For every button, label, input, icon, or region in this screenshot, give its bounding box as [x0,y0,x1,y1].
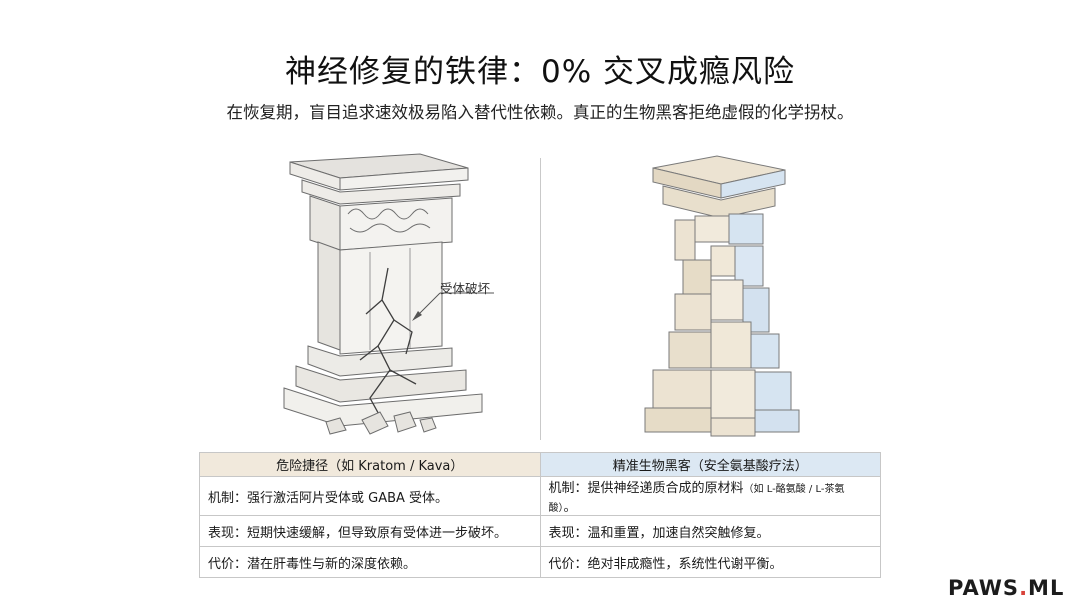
table-header-row: 危险捷径（如 Kratom / Kava） 精准生物黑客（安全氨基酸疗法） [199,452,882,477]
brand-name: PAWS [948,576,1020,600]
comparison-table: 危险捷径（如 Kratom / Kava） 精准生物黑客（安全氨基酸疗法） 机制… [199,452,882,578]
table-row: 机制：强行激活阿片受体或 GABA 受体。 机制：提供神经递质合成的原材料（如 … [199,476,882,516]
table-row: 代价：潜在肝毒性与新的深度依赖。 代价：绝对非成瘾性，系统性代谢平衡。 [199,546,882,578]
table-cell: 代价：绝对非成瘾性，系统性代谢平衡。 [539,546,882,578]
precise-biohacker-header: 精准生物黑客（安全氨基酸疗法） [539,452,882,477]
cell-text: 机制：提供神经递质合成的原材料 [548,481,744,496]
brand-dot: . [1019,576,1029,600]
cracked-pillar-illustration [283,153,483,435]
block-pillar-illustration [644,155,800,437]
page-title: 神经修复的铁律：0% 交叉成瘾风险 [284,54,796,90]
center-divider [540,158,541,440]
table-cell: 表现：温和重置，加速自然突触修复。 [539,515,882,547]
cell-note: （如 L-酪氨酸 / L-茶氨酸） [548,484,845,514]
annotation-arrow [412,292,494,321]
brand-suffix: ML [1028,576,1065,600]
cell-text-end: 。 [563,500,577,515]
receptor-damage-annotation: 受体破坏 [440,281,491,296]
table-cell: 代价：潜在肝毒性与新的深度依赖。 [199,546,541,578]
table-row: 表现：短期快速缓解，但导致原有受体进一步破坏。 表现：温和重置，加速自然突触修复… [199,515,882,547]
page-subtitle: 在恢复期，盲目追求速效极易陷入替代性依赖。真正的生物黑客拒绝虚假的化学拐杖。 [226,103,854,122]
brand-logo: PAWS.ML [948,576,1064,600]
risky-shortcut-header: 危险捷径（如 Kratom / Kava） [199,452,541,477]
table-cell: 表现：短期快速缓解，但导致原有受体进一步破坏。 [199,515,541,547]
table-cell: 机制：提供神经递质合成的原材料（如 L-酪氨酸 / L-茶氨酸）。 [539,476,882,516]
table-cell: 机制：强行激活阿片受体或 GABA 受体。 [199,476,541,516]
